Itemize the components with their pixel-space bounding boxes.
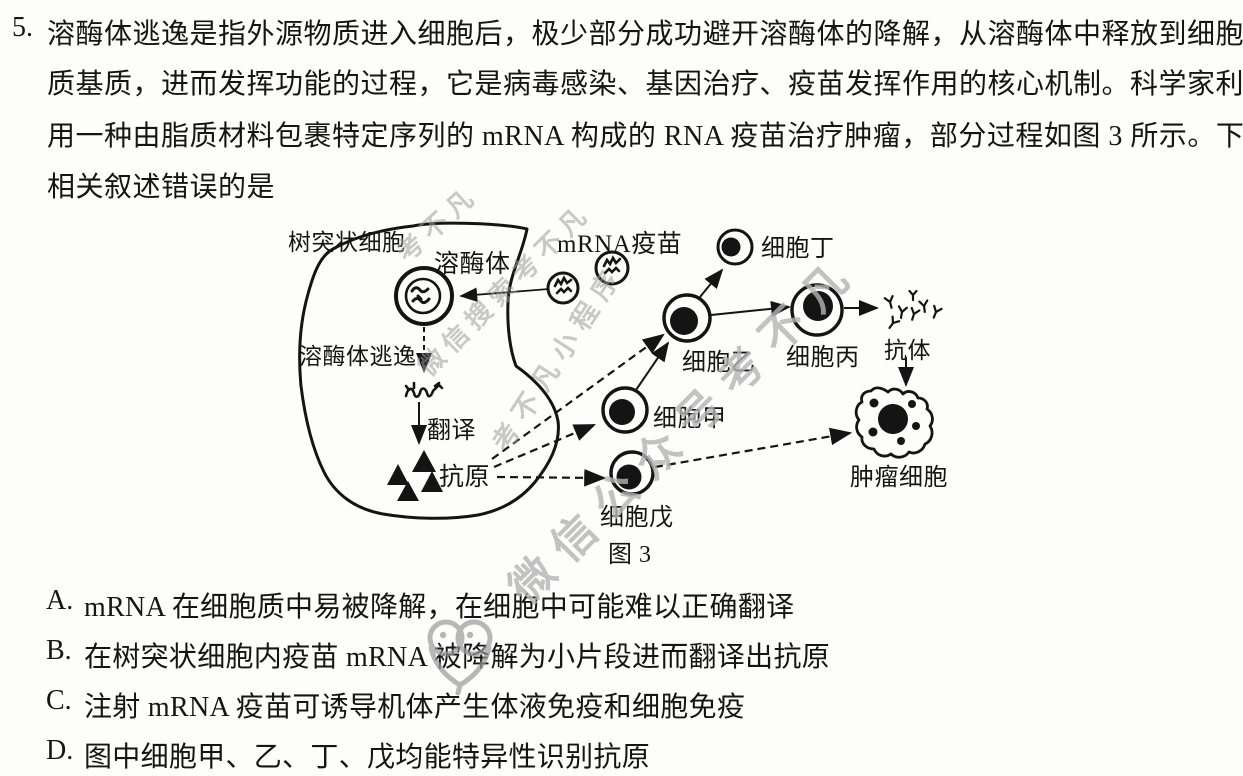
- option-b-label: B.: [46, 635, 72, 666]
- antibody-label: 抗体: [884, 338, 931, 363]
- antigen-triangles: [387, 450, 443, 501]
- cell-yi: [662, 293, 712, 343]
- lysosome-escape-label: 溶酶体逃逸: [299, 344, 417, 369]
- question-line-4: 相关叙述错误的是: [47, 172, 276, 203]
- cell-wu-label: 细胞戊: [600, 505, 674, 531]
- escaped-mrna-squiggle: [404, 381, 444, 399]
- lysosome-mrna-squiggle: [410, 286, 431, 305]
- option-b-text: 在树突状细胞内疫苗 mRNA 被降解为小片段进而翻译出抗原: [84, 642, 831, 673]
- cell-ding-label: 细胞丁: [761, 236, 835, 262]
- cell-ding: [716, 228, 754, 266]
- question-line-3: 用一种由脂质材料包裹特定序列的 mRNA 构成的 RNA 疫苗治疗肿瘤，部分过程…: [47, 121, 1243, 152]
- question-number: 5.: [12, 12, 33, 43]
- mrna-vaccine-particles: [546, 250, 630, 305]
- option-a-label: A.: [46, 585, 74, 616]
- vaccine-uptake-arrow: [459, 287, 550, 302]
- antigen-presentation-arrows: [491, 333, 853, 487]
- question-line-2: 质基质，进而发挥功能的过程，它是病毒感染、基因治疗、疫苗发挥作用的核心机制。科学…: [47, 69, 1243, 100]
- figure-caption: 图 3: [608, 542, 652, 568]
- option-d-text: 图中细胞甲、乙、丁、戊均能特异性识别抗原: [84, 742, 651, 773]
- option-d-label: D.: [46, 735, 74, 766]
- dendritic-cell-outline: [298, 221, 560, 520]
- cell-jia: [601, 386, 649, 434]
- cell-wu: [609, 450, 655, 496]
- option-c-label: C.: [46, 685, 72, 716]
- antibody-cluster: [883, 289, 943, 330]
- lysosome-outer-membrane: [394, 266, 454, 326]
- translation-label: 翻译: [427, 418, 476, 444]
- option-a-text: mRNA 在细胞质中易被降解，在细胞中可能难以正确翻译: [84, 592, 795, 623]
- cell-bing-label: 细胞丙: [786, 345, 860, 371]
- lysosome-label: 溶酶体: [434, 251, 511, 278]
- cell-yi-label: 细胞乙: [682, 350, 756, 376]
- tumor-cell-label: 肿瘤细胞: [850, 465, 948, 491]
- antigen-label: 抗原: [439, 464, 491, 491]
- option-c-text: 注射 mRNA 疫苗可诱导机体产生体液免疫和细胞免疫: [84, 692, 746, 723]
- dendritic-cell-label: 树突状细胞: [288, 230, 406, 255]
- question-line-1: 溶酶体逃逸是指外源物质进入细胞后，极少部分成功避开溶酶体的降解，从溶酶体中释放到…: [47, 19, 1243, 50]
- lysosome-inner-membrane: [404, 277, 442, 315]
- cell-jia-label: 细胞甲: [653, 406, 727, 432]
- cell-bing: [790, 283, 844, 337]
- mrna-vaccine-label: mRNA疫苗: [557, 231, 683, 258]
- tumor-cell: [854, 386, 934, 459]
